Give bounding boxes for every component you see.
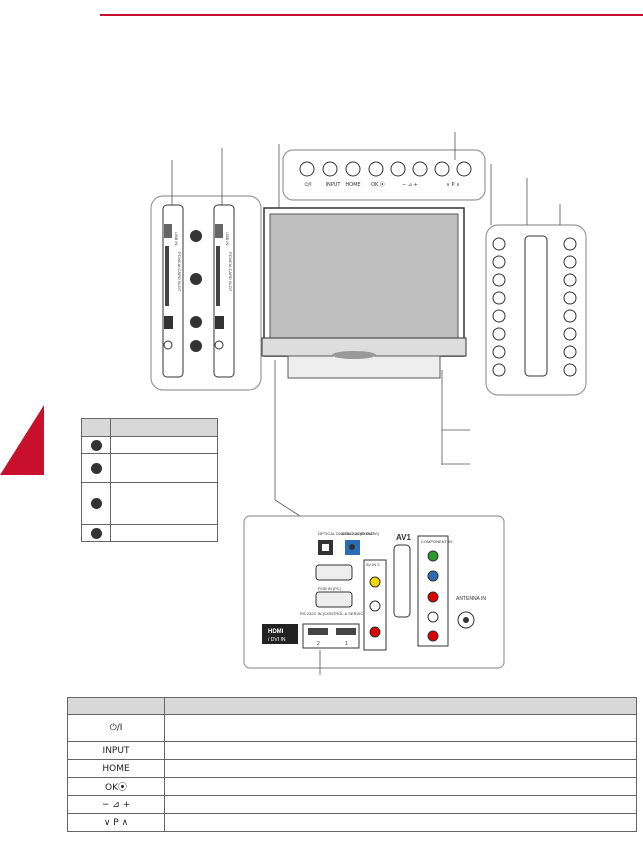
rightCol1-button-6 bbox=[492, 327, 506, 341]
rightCol1-button-1 bbox=[492, 237, 506, 251]
rs232-label: RS-232C IN (CONTROL & SERVICE) bbox=[300, 611, 368, 616]
top-panel-label-1: ⏻/I bbox=[304, 182, 311, 188]
number-marker-1 bbox=[90, 439, 102, 451]
side-panel: USB IN USB IN PCMCIA CARD SLOT PCMCIA CA… bbox=[150, 148, 262, 391]
rightCol3-button-8 bbox=[563, 363, 577, 377]
panel-button-5 bbox=[390, 161, 406, 177]
panel-button-8 bbox=[456, 161, 472, 177]
rightCol3-button-4 bbox=[563, 291, 577, 305]
number-marker-4 bbox=[90, 527, 102, 539]
connector-legend-table bbox=[81, 418, 218, 542]
number-marker-3 bbox=[90, 498, 102, 509]
top-panel-label-2: INPUT bbox=[326, 182, 342, 188]
usb-label-2: USB IN bbox=[225, 232, 230, 245]
panel-button-4 bbox=[368, 161, 384, 177]
panel-button-2 bbox=[322, 161, 338, 177]
rightCol3-button-5 bbox=[563, 309, 577, 323]
panel-button-7 bbox=[434, 161, 450, 177]
top-panel-label-3: HOME bbox=[345, 182, 360, 188]
dvi-label: / DVI IN bbox=[268, 637, 286, 643]
top-panel-label-4: OK ⦿ bbox=[371, 182, 385, 188]
rgb-label: RGB IN (PC) bbox=[318, 586, 342, 591]
ok-symbol-cell: OK⦿ bbox=[67, 777, 165, 796]
header-rule bbox=[100, 14, 643, 16]
hdmi-port-2: 2 bbox=[317, 641, 320, 647]
rightCol3-button-1 bbox=[563, 237, 577, 251]
av-in2-label: AV IN 2 bbox=[366, 562, 380, 567]
chapter-tab bbox=[0, 405, 44, 475]
rightCol1-button-7 bbox=[492, 345, 506, 359]
rightCol3-button-7 bbox=[563, 345, 577, 359]
top-panel-label-6: ∨ P ∧ bbox=[446, 182, 460, 188]
rightCol1-button-3 bbox=[492, 273, 506, 287]
card-slot-label: PCMCIA CARD SLOT bbox=[177, 252, 182, 292]
card-slot-label-2: PCMCIA CARD SLOT bbox=[228, 252, 233, 292]
volume-symbol-cell: − ⊿ + bbox=[67, 795, 165, 814]
button-function-table: ⏻/I INPUT HOME OK⦿ − ⊿ + ∨ P ∧ bbox=[67, 697, 637, 832]
rightCol1-button-4 bbox=[492, 291, 506, 305]
panel-button-6 bbox=[412, 161, 428, 177]
right-button-strip bbox=[524, 235, 548, 377]
rightCol3-button-6 bbox=[563, 327, 577, 341]
hdmi-port-1: 1 bbox=[345, 641, 348, 647]
number-marker-2 bbox=[90, 462, 102, 474]
component-label: COMPONENT IN bbox=[421, 539, 452, 544]
rear-panel: OPTICAL DIGITAL AUDIO OUT AUDIO IN (RGB/… bbox=[243, 360, 505, 675]
optical-label: OPTICAL DIGITAL AUDIO OUT bbox=[318, 531, 375, 536]
rightCol1-button-5 bbox=[492, 309, 506, 323]
hdmi-logo: HDMI bbox=[268, 629, 284, 635]
program-symbol-cell: ∨ P ∧ bbox=[67, 813, 165, 832]
panel-button-3 bbox=[345, 161, 361, 177]
rightCol3-button-3 bbox=[563, 273, 577, 287]
tv-body bbox=[261, 207, 470, 465]
rightCol1-button-8 bbox=[492, 363, 506, 377]
rightCol1-button-2 bbox=[492, 255, 506, 269]
av1-label: AV1 bbox=[396, 533, 412, 542]
rightCol3-button-2 bbox=[563, 255, 577, 269]
home-symbol-cell: HOME bbox=[67, 759, 165, 778]
top-panel-label-5: − ⊿ + bbox=[402, 182, 418, 188]
right-panel bbox=[485, 164, 587, 396]
antenna-label: ANTENNA IN bbox=[456, 596, 486, 602]
power-symbol-cell: ⏻/I bbox=[67, 714, 165, 742]
usb-label: USB IN bbox=[174, 232, 179, 245]
panel-button-1 bbox=[299, 161, 315, 177]
input-symbol-cell: INPUT bbox=[67, 741, 165, 760]
audio-in-label: AUDIO IN (RGB/DVI) bbox=[341, 531, 380, 536]
